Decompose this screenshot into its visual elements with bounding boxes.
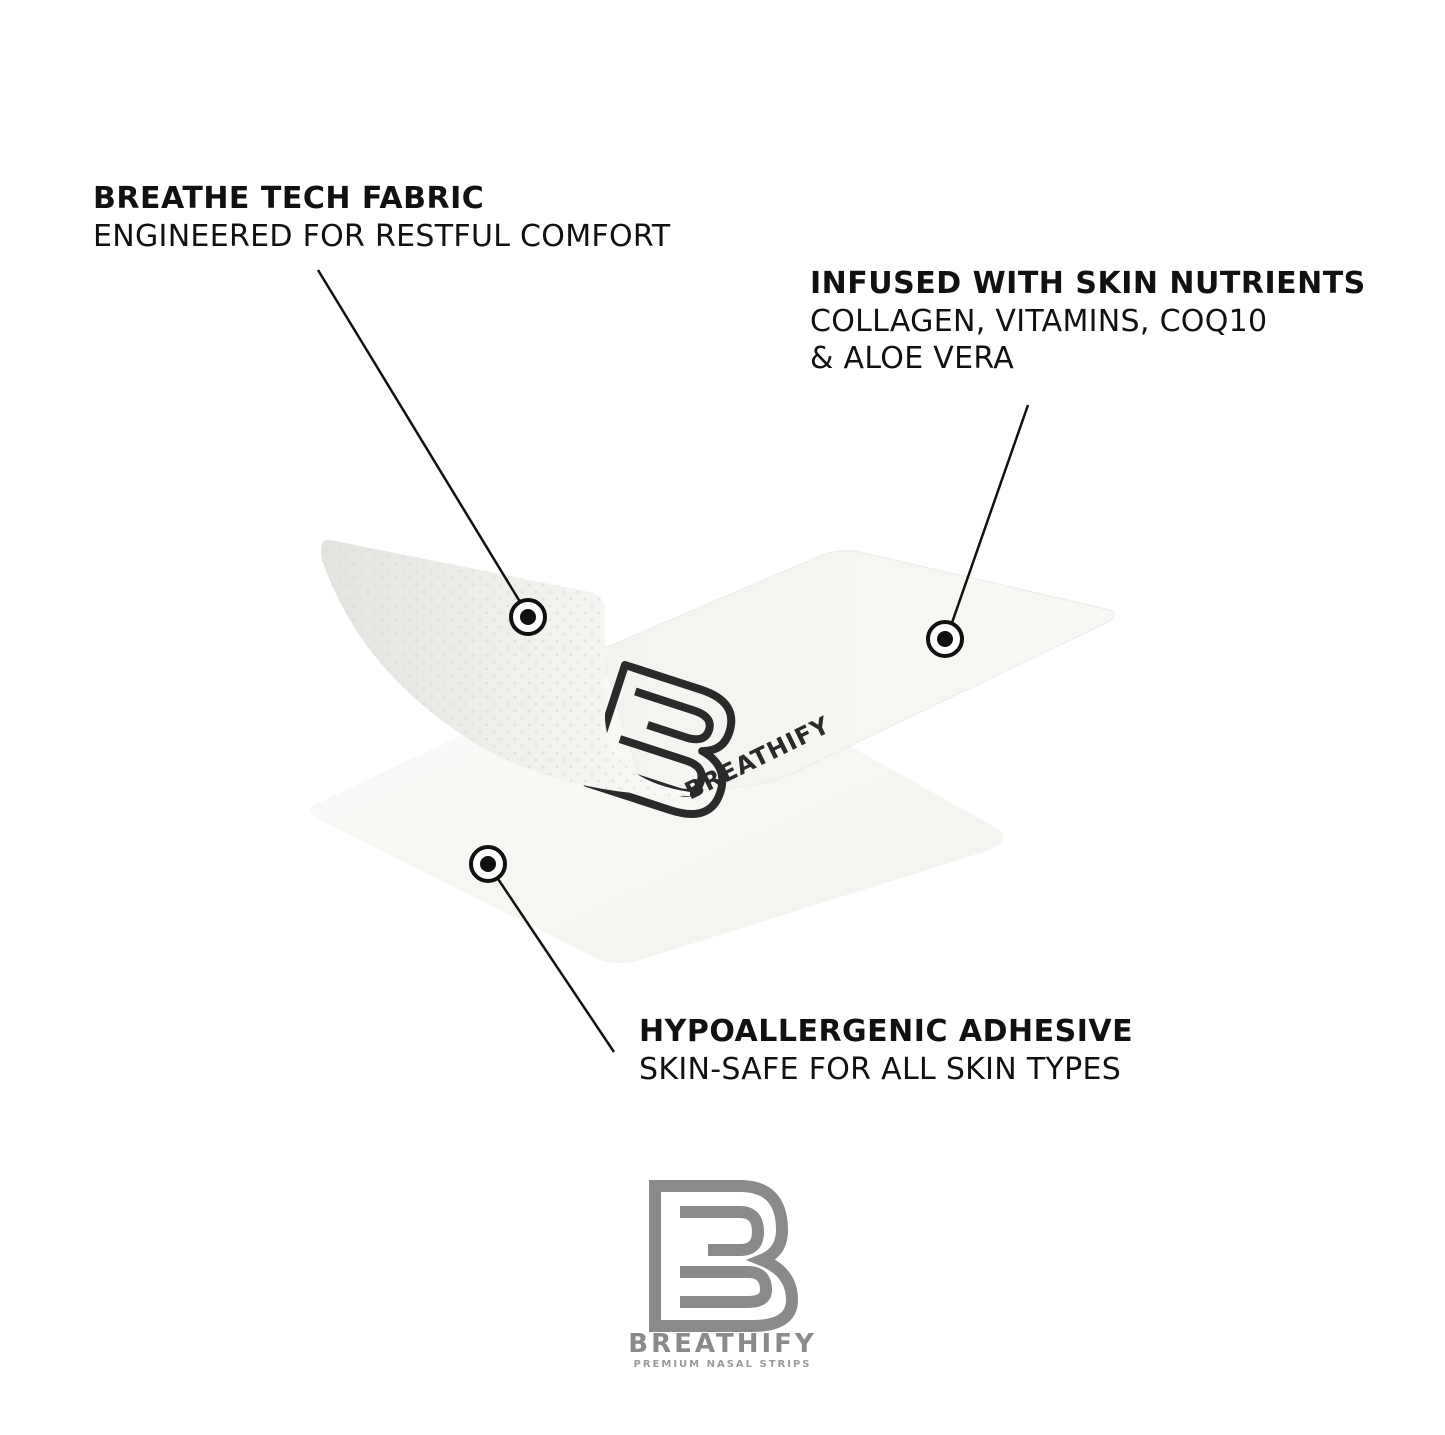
leader-line-adhesive bbox=[486, 863, 616, 1053]
callout-desc: ENGINEERED FOR RESTFUL COMFORT bbox=[93, 218, 671, 254]
brand-name: BREATHIFY bbox=[628, 1329, 817, 1359]
brand-tagline: PREMIUM NASAL STRIPS bbox=[633, 1359, 812, 1370]
brand-footer: BREATHIFY PREMIUM NASAL STRIPS bbox=[560, 1175, 885, 1370]
leader-line-fabric bbox=[316, 269, 530, 616]
callout-desc: SKIN-SAFE FOR ALL SKIN TYPES bbox=[639, 1051, 1122, 1087]
target-marker-nutrients bbox=[926, 620, 964, 658]
callout-desc: & ALOE VERA bbox=[810, 341, 1015, 376]
brand-logo-mark bbox=[649, 1180, 799, 1332]
callout-hypoallergenic-adhesive: HYPOALLERGENIC ADHESIVE SKIN-SAFE FOR AL… bbox=[639, 1013, 1133, 1088]
callout-title: INFUSED WITH SKIN NUTRIENTS bbox=[810, 266, 1366, 301]
target-marker-adhesive bbox=[469, 845, 507, 883]
leader-line-nutrients bbox=[945, 404, 1030, 638]
callout-title: BREATHE TECH FABRIC bbox=[93, 181, 485, 216]
callout-desc: COLLAGEN, VITAMINS, COQ10 bbox=[810, 303, 1268, 339]
callout-skin-nutrients: INFUSED WITH SKIN NUTRIENTS COLLAGEN, VI… bbox=[810, 265, 1366, 378]
callout-breathe-tech-fabric: BREATHE TECH FABRIC ENGINEERED FOR RESTF… bbox=[93, 180, 670, 255]
callout-title: HYPOALLERGENIC ADHESIVE bbox=[639, 1014, 1134, 1049]
target-marker-fabric bbox=[509, 598, 547, 636]
